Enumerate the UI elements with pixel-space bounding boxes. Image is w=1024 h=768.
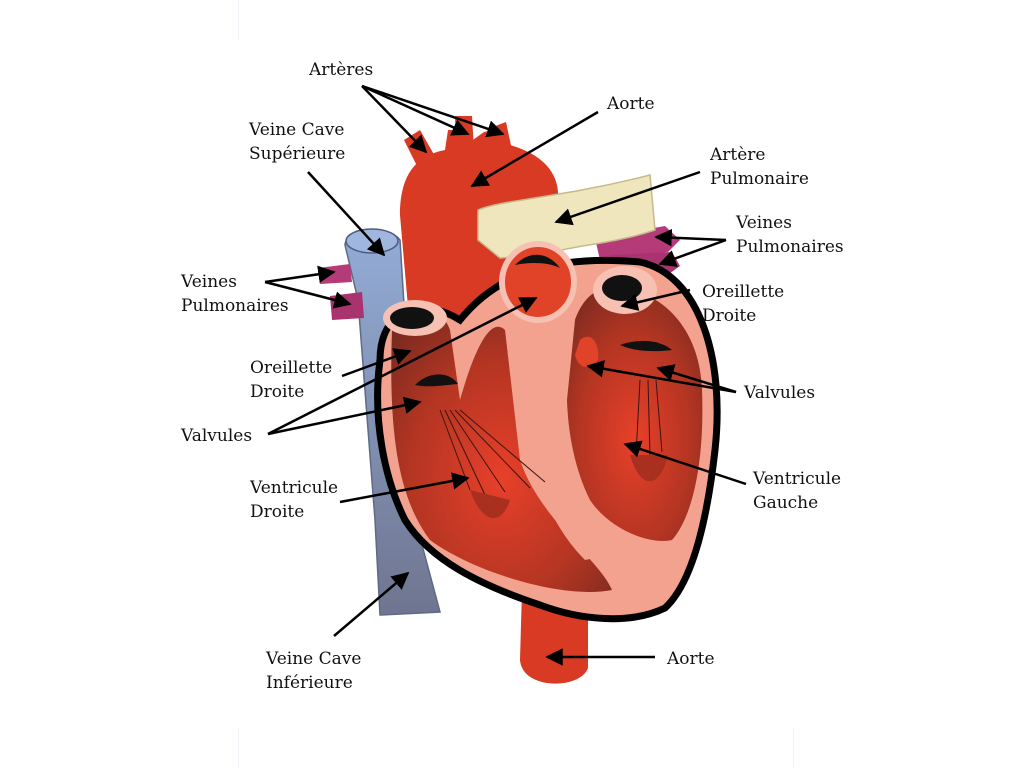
right-valve-flap	[415, 374, 458, 387]
label-oreillette-right: Oreillette Droite	[702, 282, 785, 326]
label-veines-pulmonaires-left: Veines Pulmonaires	[181, 272, 289, 316]
label-oreillette-left: Oreillette Droite	[250, 358, 333, 402]
chordae-right	[439, 409, 546, 496]
artery-branch-3	[490, 122, 512, 152]
label-veine-cave-superieure: Veine Cave Supérieure	[249, 120, 346, 164]
label-ventricule-droite: Ventricule Droite	[250, 478, 339, 522]
label-valvules-right: Valvules	[744, 383, 816, 403]
right-atrium-hole	[390, 307, 434, 329]
label-ventricule-gauche: Ventricule Gauche	[753, 469, 842, 513]
slide-edge-line	[238, 728, 239, 768]
label-arteres: Artères	[309, 60, 374, 80]
left-valve-flap	[620, 340, 672, 352]
annotation-arrows	[264, 84, 747, 666]
pulmonary-vein-left-lower	[330, 292, 364, 320]
slide-edge-line	[238, 0, 239, 40]
mitral-valve	[575, 336, 599, 368]
left-atrium-hole	[602, 275, 642, 301]
slide-edge-line	[793, 728, 794, 768]
septum	[505, 305, 610, 560]
aortic-valve-leaflet	[515, 254, 560, 268]
papillary-muscle-right	[470, 490, 510, 519]
label-artere-pulmonaire: Artère Pulmonaire	[710, 145, 809, 189]
label-veine-cave-inferieure: Veine Cave Inférieure	[266, 649, 362, 693]
label-aorte-top: Aorte	[607, 94, 655, 114]
label-veines-pulmonaires-right: Veines Pulmonaires	[736, 213, 844, 257]
papillary-muscle-left	[630, 455, 668, 482]
label-valvules-left: Valvules	[181, 426, 253, 446]
left-chamber	[566, 288, 703, 541]
label-aorte-bottom: Aorte	[667, 649, 715, 669]
